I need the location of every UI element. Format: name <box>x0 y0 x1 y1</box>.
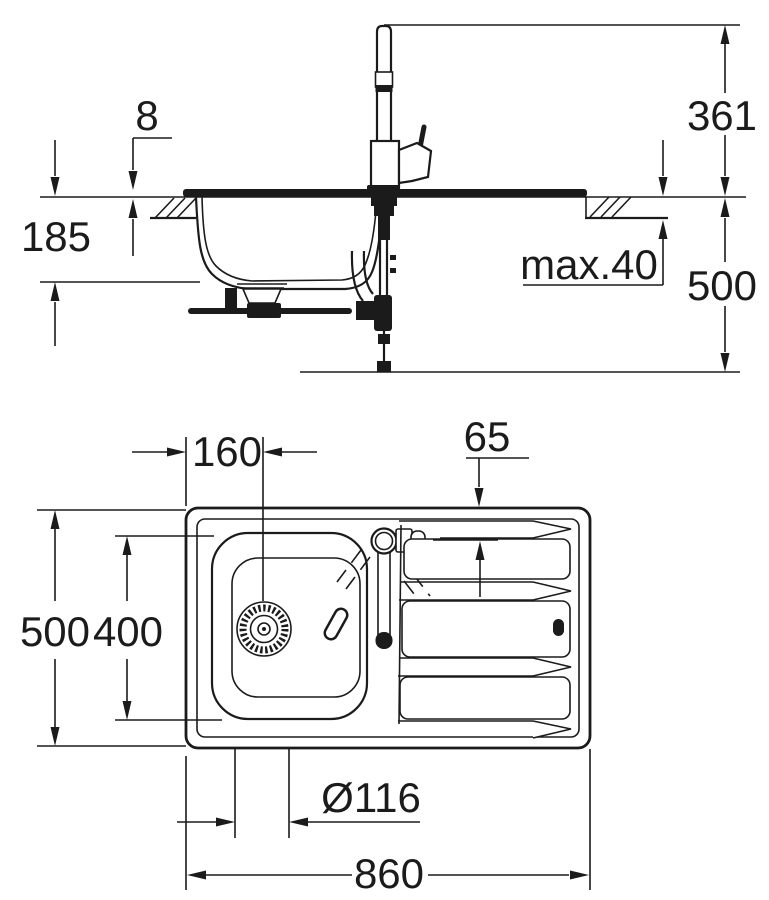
dim-drain-diameter <box>177 749 420 838</box>
side-view: 8 185 361 max.40 500 <box>21 24 757 373</box>
dim-label-drain-diameter: Ø116 <box>321 774 421 821</box>
dim-label-overall-depth: 500 <box>20 608 90 655</box>
faucet-side <box>367 24 433 193</box>
dim-label-drain-offset: 160 <box>192 428 262 475</box>
dim-overall-width <box>185 749 591 890</box>
waste-pipes <box>350 197 397 372</box>
dim-drain-offset <box>132 437 317 601</box>
sink-inner-rim <box>196 518 580 738</box>
dim-bowl-length <box>115 535 222 721</box>
dim-label-overall-width: 860 <box>354 850 424 897</box>
drain-strainer <box>236 601 292 657</box>
countertop-hatch-left <box>154 197 197 219</box>
dim-label-bowl-length: 400 <box>93 608 163 655</box>
countertop-hatch-right <box>589 196 632 218</box>
dim-label-below-counter: 500 <box>687 262 757 309</box>
dim-rim-height <box>128 137 172 256</box>
dim-label-bowl-depth: 185 <box>21 213 91 260</box>
bowl-plan <box>210 531 369 721</box>
sink-bowl-section <box>194 196 385 291</box>
plan-view: 160 65 500 400 Ø116 860 <box>20 413 592 897</box>
drain-assembly <box>188 283 352 318</box>
dim-overall-depth <box>37 509 186 747</box>
dim-faucet-height-and-clearance <box>300 24 740 373</box>
dim-bowl-depth <box>40 140 200 346</box>
dim-label-faucet-offset: 65 <box>464 413 511 460</box>
drainboard <box>398 520 572 739</box>
dim-label-faucet-height: 361 <box>687 92 757 139</box>
dim-label-rim-height: 8 <box>135 92 158 139</box>
dim-faucet-offset <box>433 457 529 597</box>
dim-counter-thickness <box>523 140 668 286</box>
dim-label-counter-thickness: max.40 <box>520 241 658 288</box>
